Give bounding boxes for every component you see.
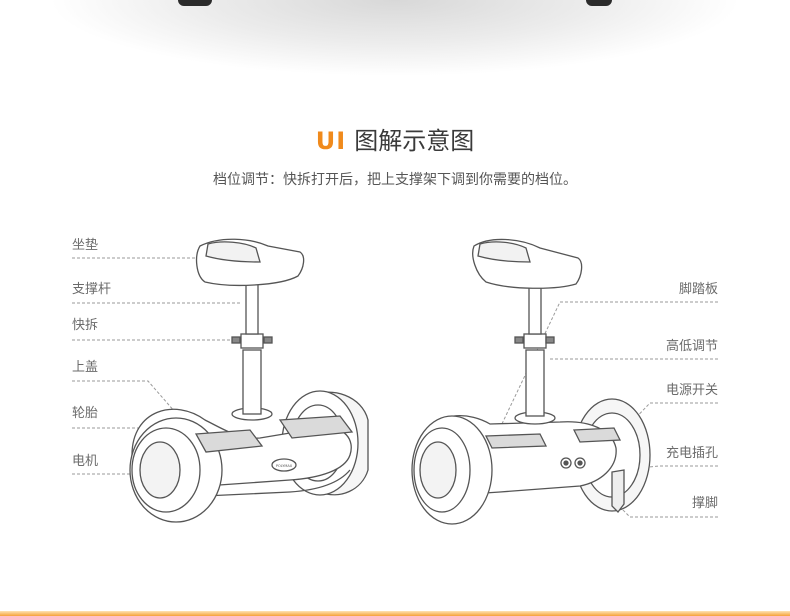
bottom-accent-bar bbox=[0, 611, 790, 616]
brand-mark: POLYMAX bbox=[276, 464, 293, 468]
left-scooter bbox=[130, 239, 368, 522]
right-scooter bbox=[412, 239, 650, 524]
